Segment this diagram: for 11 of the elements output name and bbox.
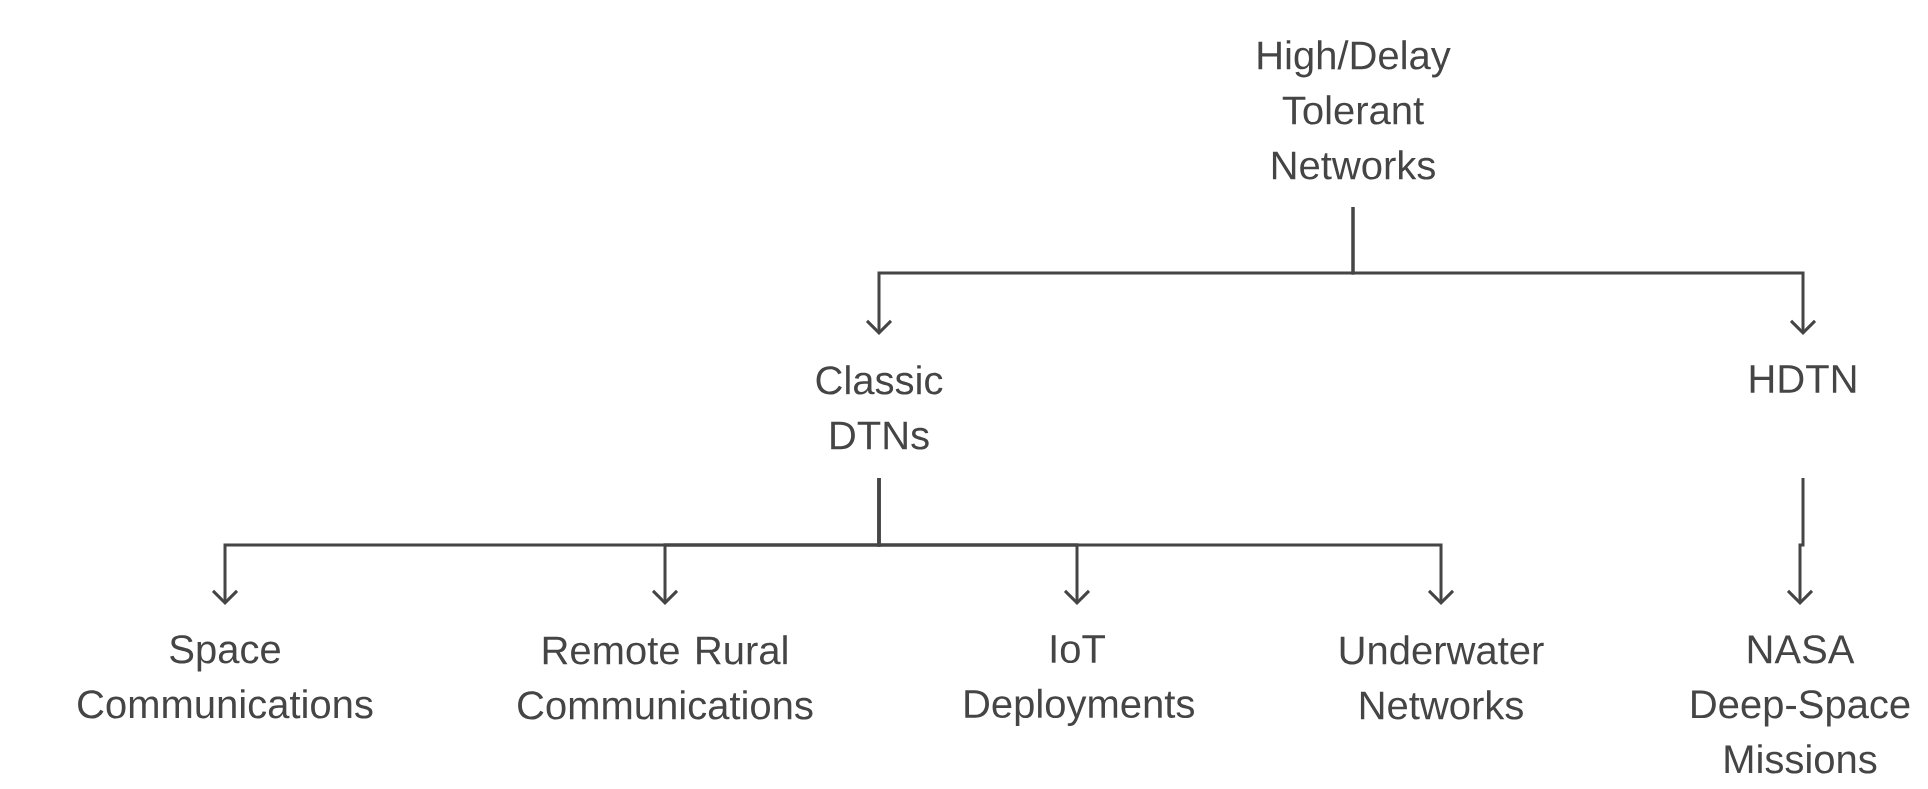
arrow xyxy=(1351,207,1817,335)
node-label: Underwater Networks xyxy=(1340,635,1544,720)
arrow xyxy=(1786,478,1814,605)
node-label: Remote Rural Communications xyxy=(518,635,813,720)
arrow xyxy=(877,478,1455,605)
node-label: High/Delay Tolerant Networks xyxy=(1258,40,1451,180)
node-label: Space Communications xyxy=(78,635,373,719)
node-label: IoT Deployments xyxy=(965,635,1194,726)
node-label: Classic DTNs xyxy=(816,365,943,450)
node-label: NASA Deep-Space Missions xyxy=(1692,635,1910,774)
node-label: HDTN xyxy=(1750,365,1856,393)
